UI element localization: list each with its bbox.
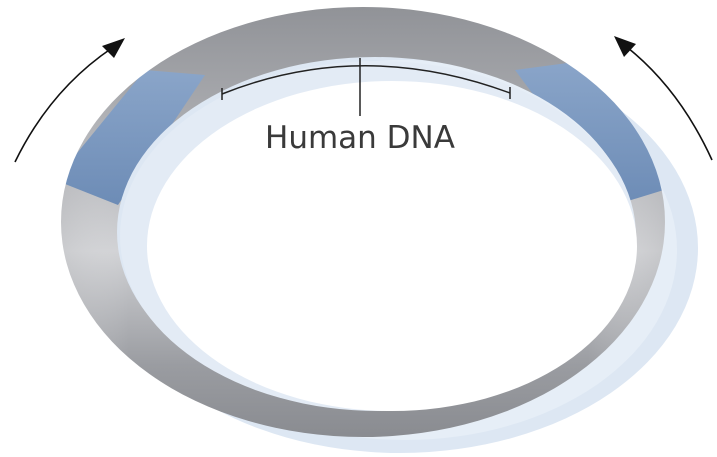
human-dna-label: Human DNA [265,120,455,156]
